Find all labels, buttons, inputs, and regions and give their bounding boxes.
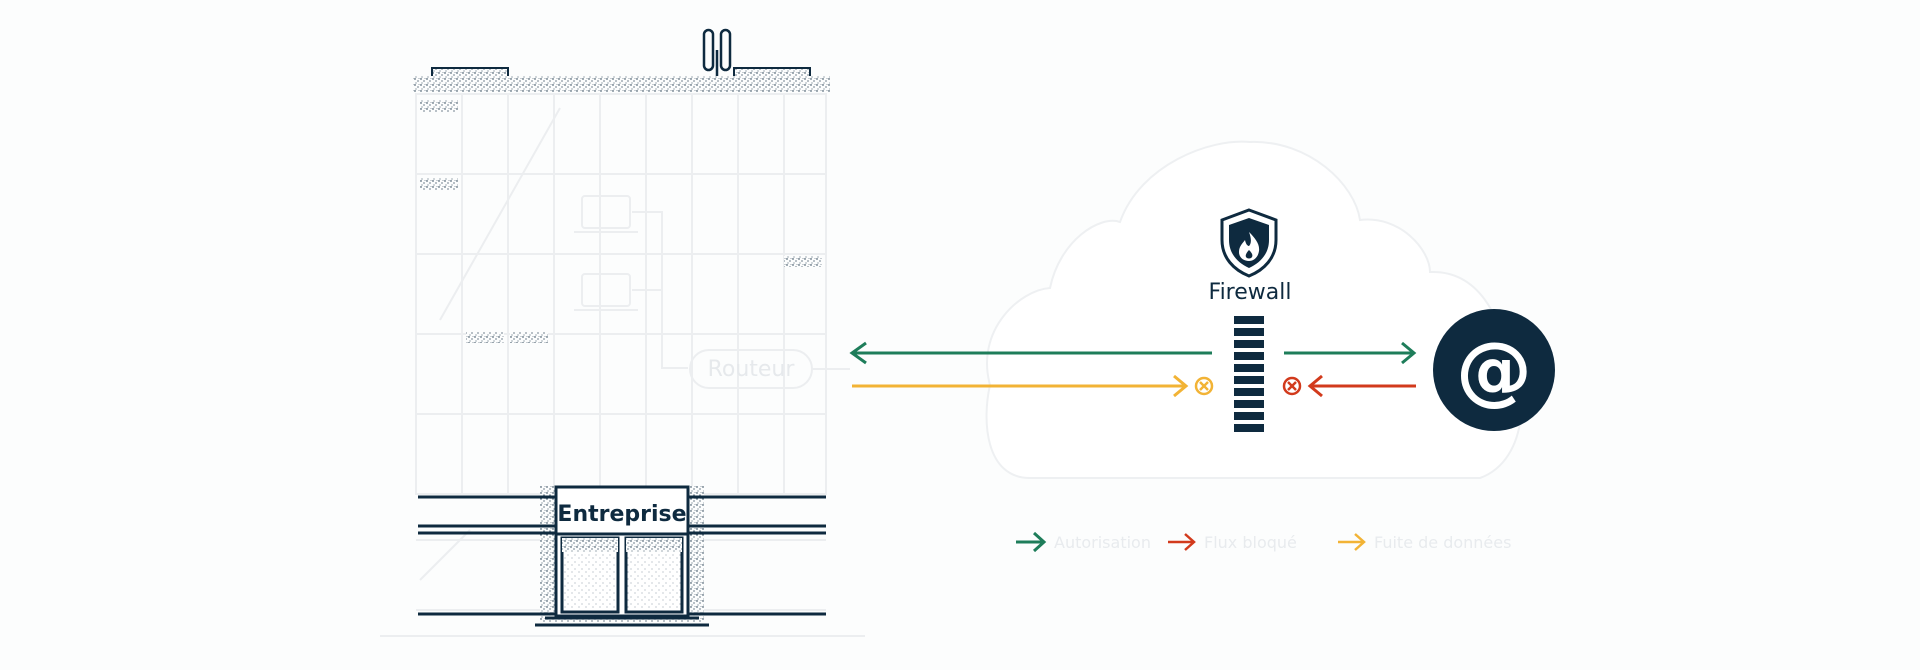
company-sign-label: Entreprise [557, 502, 686, 527]
legend: Autorisation Flux bloqué Fuite de donnée… [1016, 531, 1511, 553]
roof-vent-left [431, 67, 509, 78]
antenna-icon [702, 28, 732, 78]
firewall-wall [1234, 316, 1264, 432]
firewall-label: Firewall [1209, 280, 1292, 305]
legend-item: Autorisation [1016, 531, 1151, 553]
at-icon: @ [1456, 325, 1532, 414]
roof-band [413, 76, 830, 92]
window-shade [420, 100, 458, 112]
legend-label: Fuite de données [1374, 533, 1511, 552]
laptop-icon [574, 195, 638, 233]
firewall-shield-icon [1220, 208, 1278, 278]
network-cable [632, 211, 688, 369]
legend-item: Flux bloqué [1168, 533, 1297, 552]
data-leak-arrow [852, 374, 1189, 398]
authorized-flow-arrow [1284, 341, 1417, 365]
arrow-right-icon [1338, 533, 1366, 551]
window-shade [420, 178, 458, 190]
laptop-icon [574, 273, 638, 311]
window-shade [784, 256, 822, 267]
legend-label: Flux bloqué [1204, 533, 1297, 552]
internet-node [1433, 309, 1555, 431]
blocked-x-icon [1282, 376, 1302, 396]
blocked-x-icon [1194, 376, 1214, 396]
authorized-flow-arrow [849, 341, 1212, 365]
roof-vent-right [733, 67, 811, 78]
legend-label: Autorisation [1054, 533, 1151, 552]
canopy-lines [418, 495, 826, 616]
entrance-doors [535, 532, 709, 627]
window-shade [510, 332, 548, 343]
router-label: Routeur [708, 357, 796, 382]
building: Routeur Entreprise [380, 28, 865, 637]
window-shade [466, 332, 504, 343]
arrow-right-icon [1016, 531, 1047, 553]
legend-item: Fuite de données [1338, 533, 1511, 552]
arrow-right-icon [1168, 533, 1196, 551]
blocked-flow-arrow [1307, 374, 1416, 398]
